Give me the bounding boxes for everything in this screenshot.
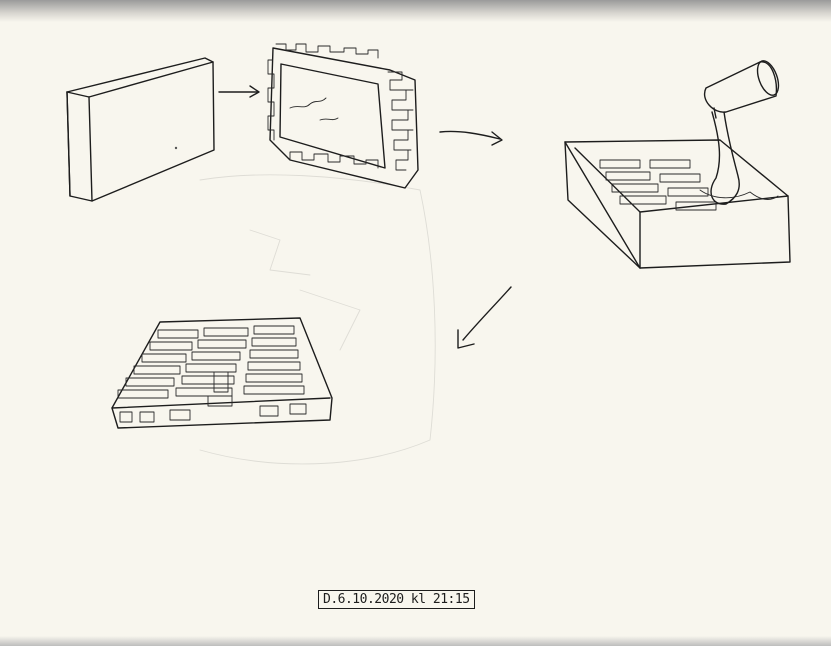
block-drawing [67, 58, 214, 201]
arrow-2 [440, 131, 502, 145]
cast-result-drawing [112, 318, 332, 428]
arrow-3 [458, 287, 511, 348]
carved-mold-drawing [268, 44, 418, 188]
arrow-1 [219, 86, 259, 97]
date-stamp: D.6.10.2020 kl 21:15 [318, 590, 475, 609]
casting-tray-drawing [565, 58, 790, 268]
